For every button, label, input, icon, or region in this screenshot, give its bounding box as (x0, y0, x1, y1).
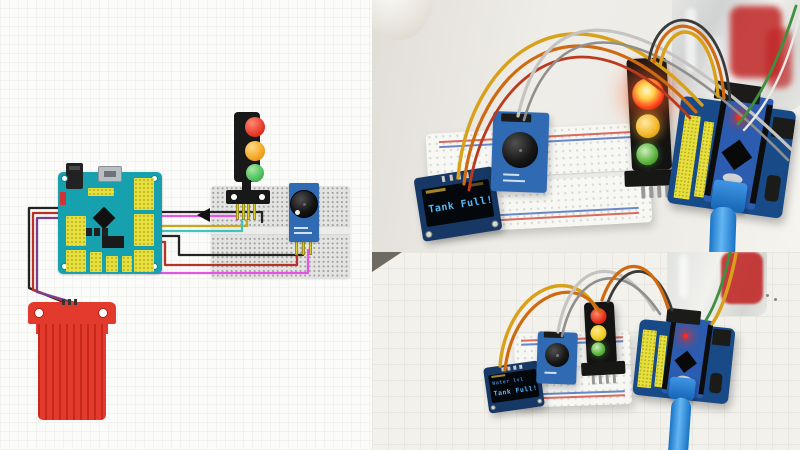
header-block (90, 252, 102, 272)
jumper-white (742, 12, 800, 132)
sensor-hole (98, 308, 108, 318)
jumper-gray (522, 41, 790, 162)
bottle-highlight (679, 254, 688, 298)
water-bottle (667, 252, 767, 316)
sensor-pin (62, 299, 65, 305)
jumper-gray (556, 269, 656, 334)
jumper-black (647, 18, 732, 102)
module-pin (252, 202, 256, 220)
jumper-red (467, 55, 692, 192)
buzzer-cap (290, 190, 318, 218)
base-hole (231, 194, 237, 200)
jumper-orange (600, 264, 670, 310)
sensor-pin (68, 299, 71, 305)
header-block (134, 178, 154, 210)
wire-trafficlight-yellow (148, 218, 249, 228)
pcb-silkscreen (294, 227, 308, 229)
mini-usb-port (98, 166, 122, 182)
jumper-orange (503, 290, 602, 372)
header-block (134, 214, 154, 246)
traffic-light-body (234, 112, 265, 182)
jumper-green (736, 4, 798, 126)
component-chip (102, 228, 108, 236)
module-pin (241, 202, 245, 220)
icsp-header (102, 236, 124, 248)
pcb-silkscreen (294, 232, 312, 234)
jumper-black (606, 270, 674, 312)
wire-buzzer-black (148, 234, 305, 257)
wiring-diagram-panel (0, 0, 372, 450)
buzzer-module-diagram (289, 183, 319, 255)
jumper-orange (652, 24, 726, 100)
jumper-yellow (498, 284, 598, 368)
jumper-gray (560, 277, 662, 338)
traffic-light-stem (242, 180, 251, 194)
module-pin (247, 202, 250, 220)
yellow-led (245, 141, 265, 161)
water-level-sensor-diagram (28, 299, 116, 422)
photo-bottom: Water lvl Tank Full! (372, 252, 800, 450)
wire-trafficlight-cyan (148, 218, 244, 233)
sensor-pin (74, 299, 77, 305)
jumper-yellow (710, 252, 738, 326)
jumper-yellow (658, 30, 720, 98)
photo-top-wires (456, 4, 800, 192)
photo-bottom-wires (498, 252, 738, 372)
header-block (66, 216, 86, 246)
arduino-shield-diagram (58, 163, 162, 274)
table-speck (774, 298, 777, 301)
wire-trafficlight-magenta (148, 214, 239, 222)
jumper-yellow (456, 32, 704, 180)
jumper-green (704, 252, 732, 322)
buzzer-pcb (289, 183, 319, 242)
header-block (122, 256, 132, 272)
photo-top: Tank Full! (372, 0, 800, 252)
wire-trafficlight-black (148, 210, 264, 224)
component-chip (86, 228, 92, 236)
jumper-orange (462, 44, 698, 186)
bottle-highlight (686, 8, 696, 72)
wire-buzzer-red (148, 240, 299, 267)
traffic-light-base (226, 190, 270, 204)
header-block (106, 256, 118, 272)
component-chip (94, 228, 100, 236)
connector-wedge-right (197, 208, 210, 222)
table-speck (766, 294, 769, 297)
wire-buzzer-magenta (145, 245, 310, 275)
traffic-light-module-diagram (226, 112, 270, 234)
header-block (66, 250, 86, 272)
usb-jack (66, 163, 83, 189)
red-led (245, 117, 265, 137)
header-block (134, 250, 154, 272)
power-led-diagram (60, 192, 66, 205)
green-led (246, 164, 264, 182)
buzzer-screw (295, 210, 300, 215)
wire-sensor-purple (35, 216, 80, 305)
microcontroller-chip (92, 206, 116, 230)
header-block (88, 188, 114, 196)
sensor-hole (34, 308, 44, 318)
sensor-flange (28, 299, 116, 324)
module-pin (236, 202, 239, 220)
base-hole (259, 194, 265, 200)
mounting-hole (61, 175, 68, 182)
breadboard-groove (211, 226, 350, 235)
sensor-probe (38, 324, 106, 420)
